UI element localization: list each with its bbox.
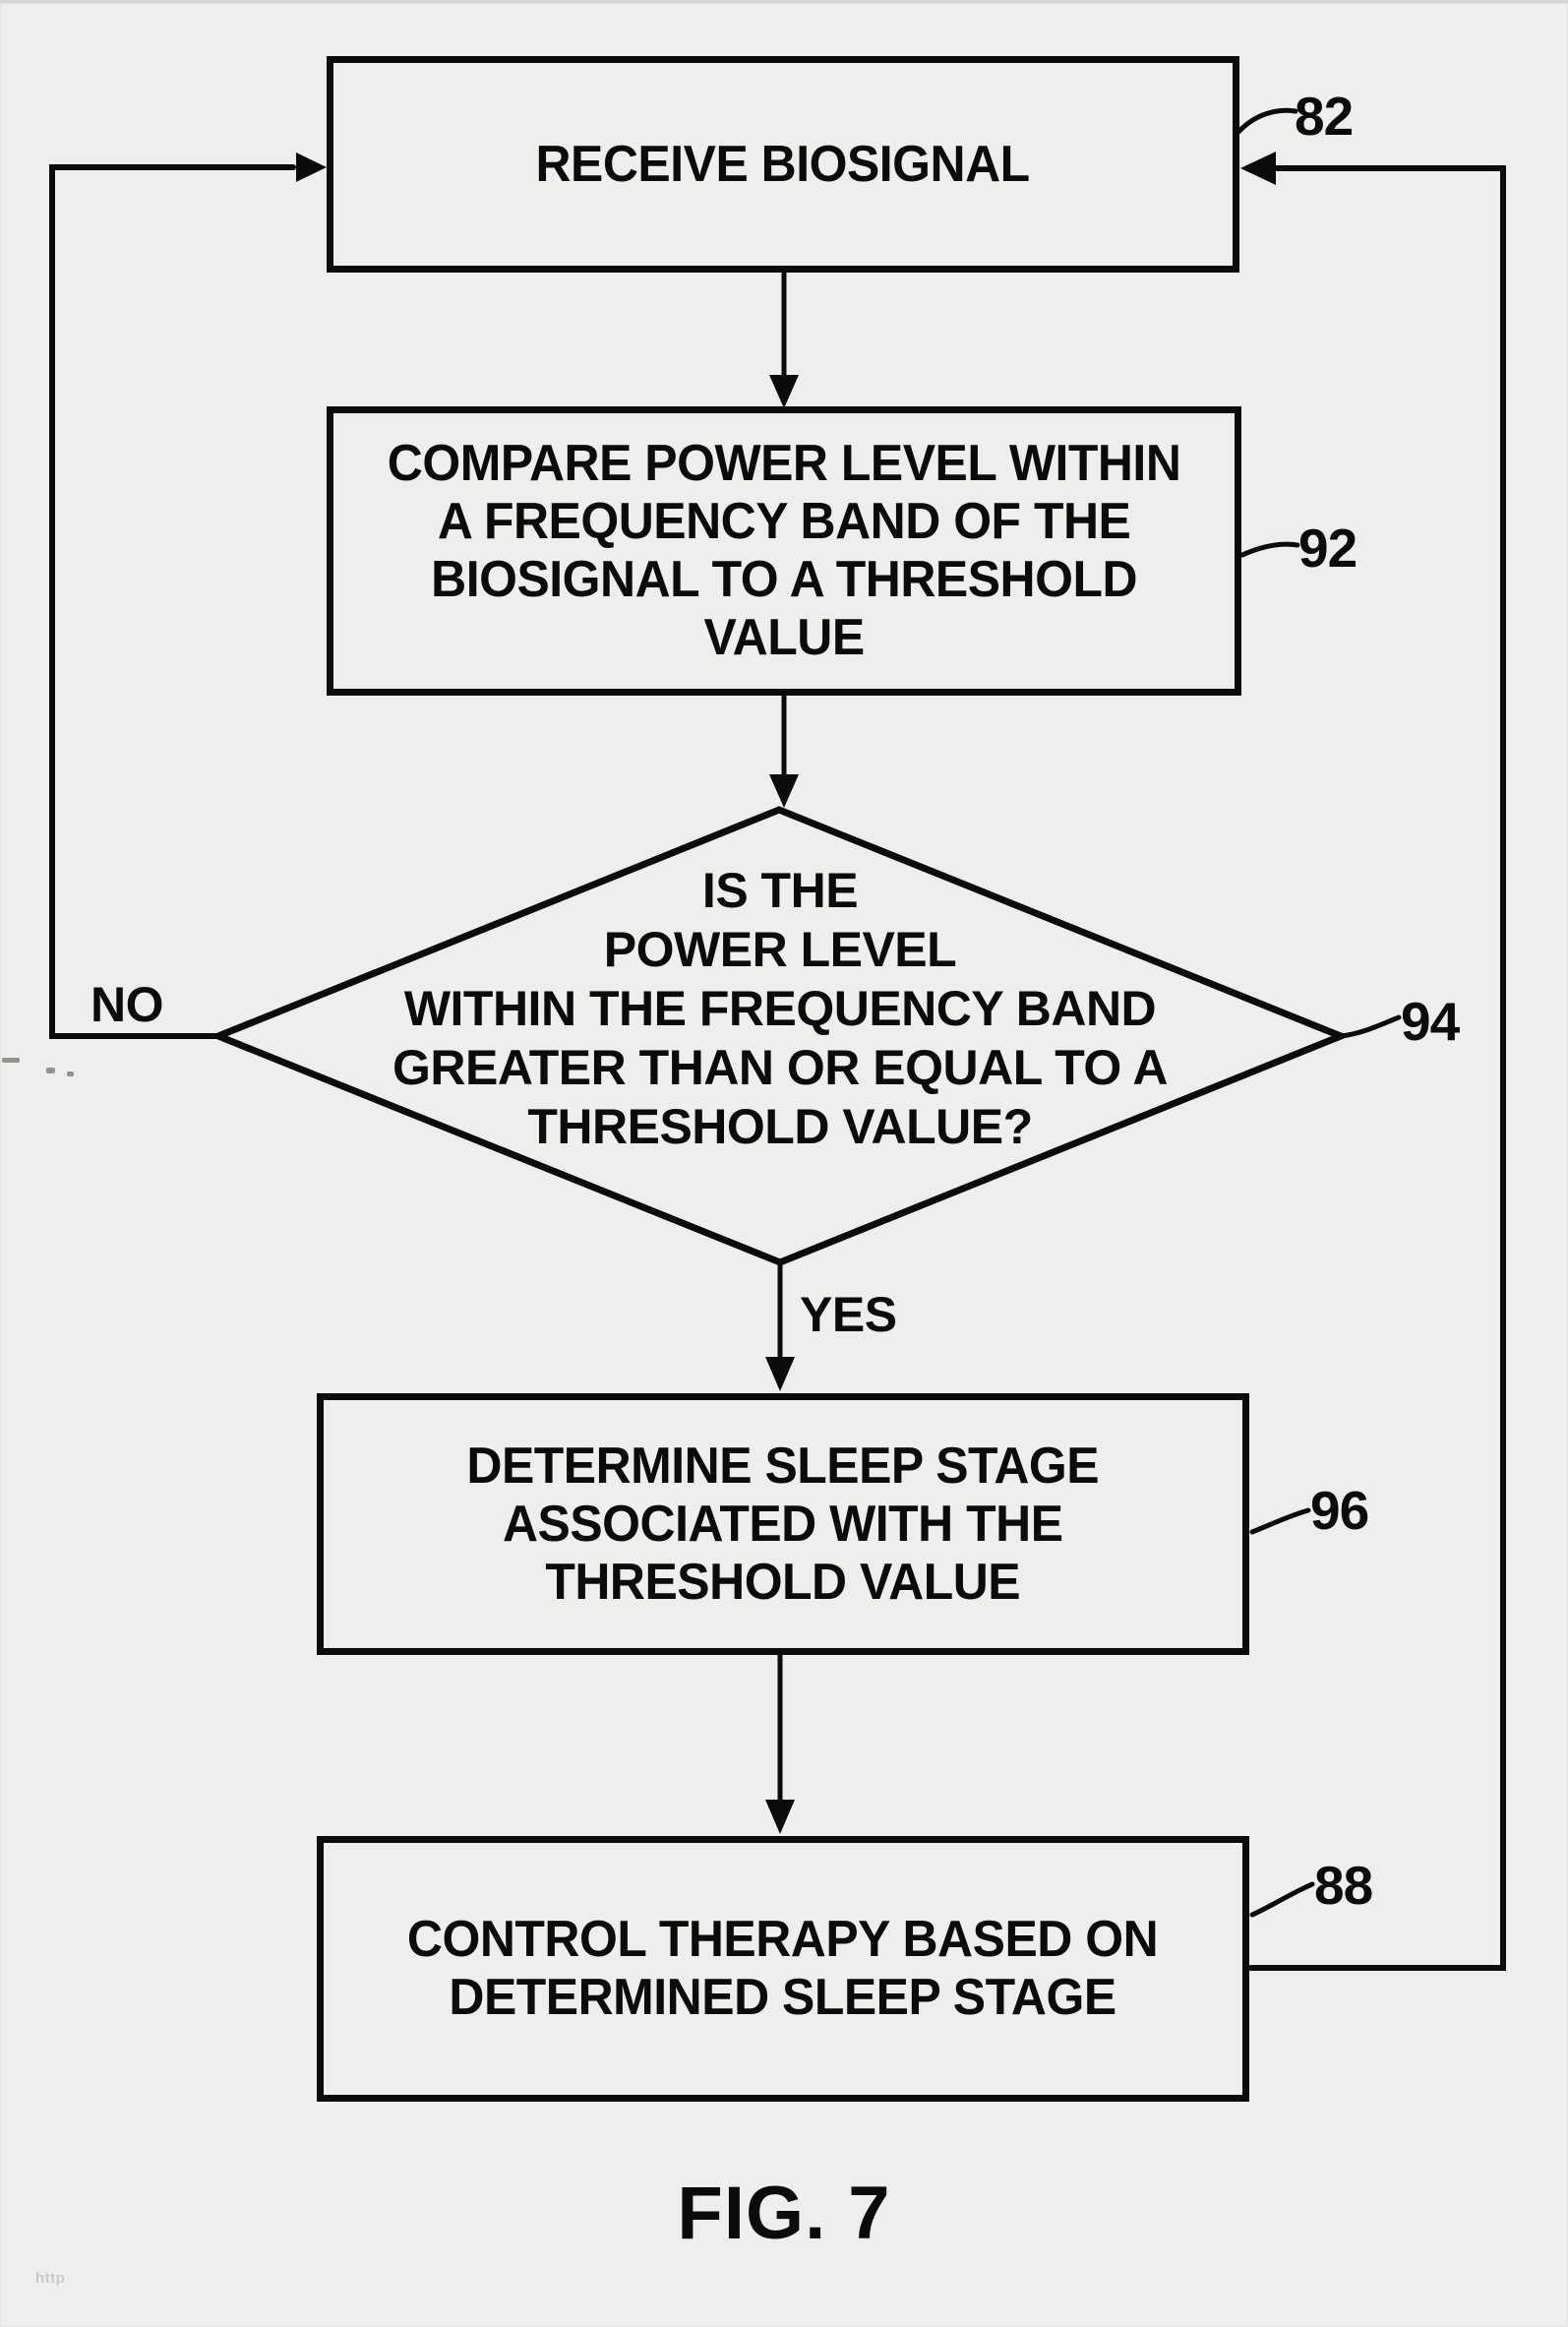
leader-96 (1249, 1507, 1311, 1535)
node-line: THRESHOLD VALUE (545, 1553, 1021, 1611)
flow-node-compare-power-level: COMPARE POWER LEVEL WITHIN A FREQUENCY B… (327, 406, 1241, 696)
decision-diamond-shape (209, 806, 1351, 1266)
arrowhead-into-decision (769, 774, 799, 808)
flowchart-connectors (49, 107, 1506, 1971)
node-line: A FREQUENCY BAND OF THE (437, 493, 1131, 550)
node-line: POWER LEVEL (603, 922, 957, 977)
scan-artifact-dot (67, 1072, 74, 1076)
node-line: BIOSIGNAL TO A THRESHOLD (431, 551, 1137, 608)
flow-node-determine-sleep-stage: DETERMINE SLEEP STAGE ASSOCIATED WITH TH… (317, 1393, 1249, 1655)
branch-label-yes: YES (800, 1287, 897, 1342)
leader-92 (1239, 541, 1300, 558)
flow-node-receive-biosignal: RECEIVE BIOSIGNAL (327, 56, 1239, 273)
ref-label-88: 88 (1314, 1855, 1373, 1916)
flow-node-decision-text: IS THE POWER LEVEL WITHIN THE FREQUENCY … (288, 861, 1272, 1156)
node-line: GREATER THAN OR EQUAL TO A (392, 1040, 1168, 1095)
node-line: DETERMINED SLEEP STAGE (449, 1969, 1117, 2026)
arrowhead-into-compare (769, 375, 799, 408)
node-line: ASSOCIATED WITH THE (503, 1495, 1063, 1553)
leader-82 (1236, 107, 1298, 135)
node-line: THRESHOLD VALUE? (527, 1099, 1033, 1154)
ref-label-92: 92 (1298, 518, 1357, 579)
node-line: WITHIN THE FREQUENCY BAND (403, 981, 1157, 1036)
ref-label-94: 94 (1401, 991, 1460, 1052)
node-line: RECEIVE BIOSIGNAL (535, 135, 1031, 193)
arrowhead-into-receive-left (296, 153, 327, 182)
no-feedback-connector (49, 164, 296, 1039)
leader-94 (1339, 1014, 1402, 1039)
scan-artifact-dot (46, 1068, 55, 1073)
arrowhead-into-control (765, 1800, 795, 1834)
arrowhead-into-determine (765, 1357, 795, 1391)
ref-label-96: 96 (1310, 1480, 1369, 1541)
node-line: COMPARE POWER LEVEL WITHIN (387, 435, 1181, 492)
arrowhead-into-receive-right (1240, 152, 1276, 185)
scan-watermark: http (35, 2270, 66, 2287)
scan-artifact-dash (2, 1058, 20, 1063)
flow-node-control-therapy: CONTROL THERAPY BASED ON DETERMINED SLEE… (317, 1836, 1249, 2102)
figure-caption: FIG. 7 (677, 2172, 891, 2255)
leader-88 (1249, 1881, 1315, 1918)
node-line: CONTROL THERAPY BASED ON (407, 1911, 1159, 1968)
node-line: IS THE (701, 863, 859, 918)
node-line: DETERMINE SLEEP STAGE (466, 1437, 1100, 1495)
branch-label-no: NO (90, 977, 164, 1032)
therapy-feedback-connector (1248, 165, 1506, 1971)
ref-label-82: 82 (1295, 86, 1354, 147)
node-line: VALUE (703, 609, 865, 666)
